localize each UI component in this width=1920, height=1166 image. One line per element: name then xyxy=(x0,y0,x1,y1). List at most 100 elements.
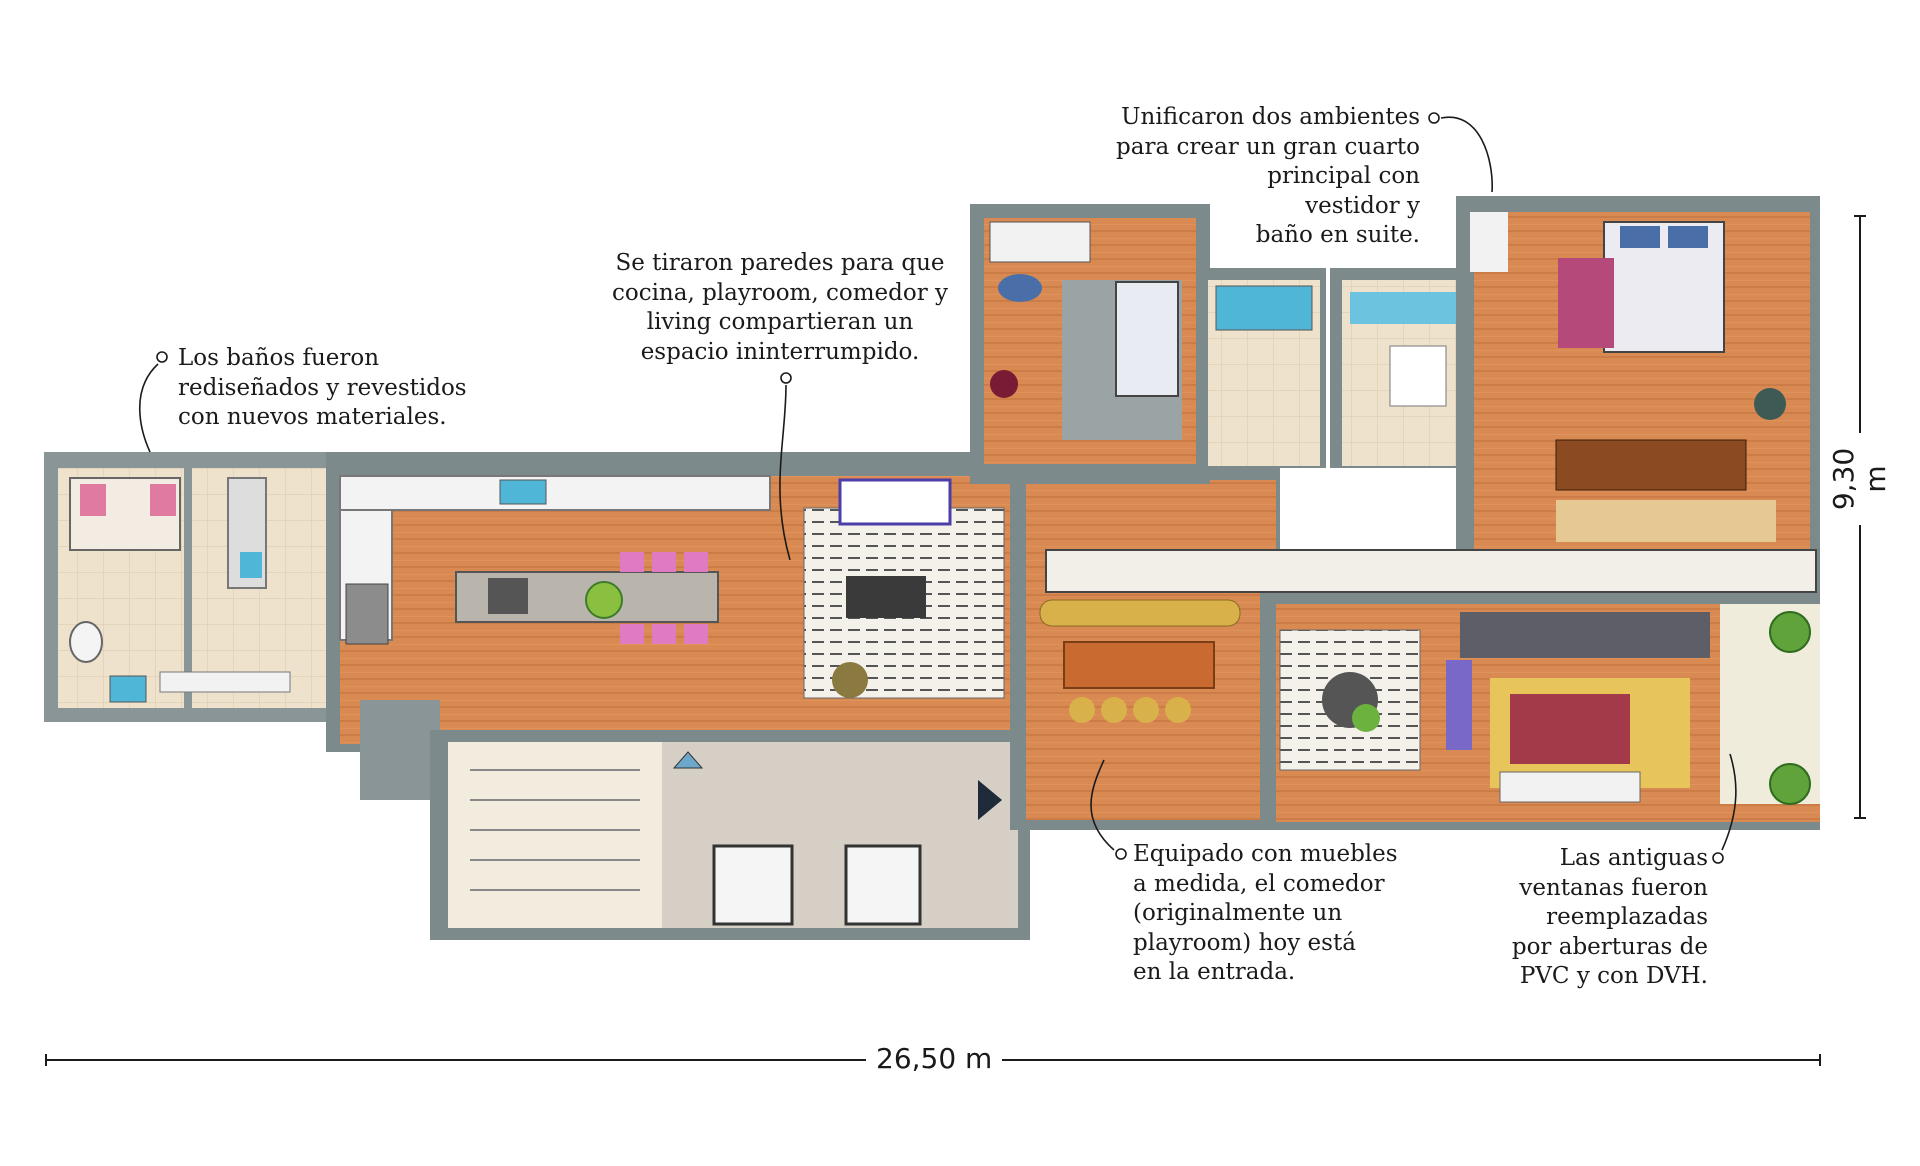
leader-dot xyxy=(1115,848,1127,860)
upper-rooms xyxy=(970,196,1820,590)
dimension-height-label: 9,30 m xyxy=(1824,433,1896,525)
annotation-line: rediseñados y revestidos xyxy=(178,374,467,401)
annotation-line: con nuevos materiales. xyxy=(178,404,447,430)
sofa-front xyxy=(1499,771,1641,803)
rug-small xyxy=(990,370,1018,398)
bed-2 xyxy=(989,221,1091,263)
tv-unit xyxy=(1555,439,1747,491)
chair xyxy=(1101,697,1127,723)
cooktop xyxy=(488,578,528,614)
annotation-line: baño en suite. xyxy=(1255,222,1420,248)
dining-area xyxy=(1010,468,1280,830)
annotation-banos: Los baños fueron rediseñados y revestido… xyxy=(178,344,467,433)
stool xyxy=(620,624,644,644)
kitchen-living xyxy=(326,452,1026,752)
armchair-master xyxy=(1754,388,1786,420)
annotation-line: cocina, playroom, comedor y xyxy=(611,279,949,306)
annotation-line: living compartieran un xyxy=(646,309,914,335)
pillow-right xyxy=(150,484,176,516)
leader-banos xyxy=(139,363,159,453)
counter-left xyxy=(159,671,291,693)
shower xyxy=(1389,345,1447,407)
stairwell-block xyxy=(360,700,1030,940)
armchair xyxy=(1446,660,1472,750)
annotation-line: playroom) hoy está xyxy=(1133,929,1356,956)
chair xyxy=(1133,697,1159,723)
annotation-line: Se tiraron paredes para que xyxy=(615,250,945,276)
double-sink xyxy=(1350,292,1470,324)
entry-arrow xyxy=(978,780,1002,820)
elevator xyxy=(844,844,922,926)
living-sofa-back xyxy=(1460,612,1710,658)
leader-dot xyxy=(156,351,168,363)
leader-dot xyxy=(1712,852,1724,864)
annotation-cuarto: Unificaron dos ambientes para crear un g… xyxy=(1090,103,1420,251)
annotation-line: PVC y con DVH. xyxy=(1519,963,1708,989)
chair xyxy=(1069,697,1095,723)
stool xyxy=(684,552,708,572)
playroom-sofa xyxy=(838,478,952,526)
pillow-left xyxy=(80,484,106,516)
coffee-table xyxy=(846,576,926,618)
hallway-closets xyxy=(1045,549,1817,593)
living-table xyxy=(1510,694,1630,764)
annotation-line: a medida, el comedor xyxy=(1133,870,1385,897)
leader-dot xyxy=(1428,112,1440,124)
leader-ventanas xyxy=(1721,753,1737,851)
stool xyxy=(652,552,676,572)
living-area xyxy=(1260,590,1820,830)
pillow xyxy=(1668,226,1708,248)
stool xyxy=(620,552,644,572)
elevator xyxy=(712,844,794,926)
leader-cuarto xyxy=(1440,116,1493,193)
annotation-line: para crear un gran cuarto xyxy=(1116,133,1420,160)
annotation-comedor: Equipado con muebles a medida, el comedo… xyxy=(1133,840,1398,988)
stairs xyxy=(448,742,662,928)
basin-left xyxy=(109,675,147,703)
pouf xyxy=(998,274,1042,302)
dimension-width-label: 26,50 m xyxy=(866,1043,1003,1075)
annotation-line: en la entrada. xyxy=(1133,959,1296,985)
kitchen-counter xyxy=(339,475,771,511)
sofa-bedroom-2 xyxy=(1115,281,1179,397)
annotation-line: (originalmente un xyxy=(1133,900,1343,926)
annotation-line: reemplazadas xyxy=(1546,904,1708,930)
annotation-line: Equipado con muebles xyxy=(1133,841,1398,867)
annotation-line: Los baños fueron xyxy=(178,345,380,371)
annotation-line: por aberturas de xyxy=(1511,933,1708,960)
stool xyxy=(684,624,708,644)
toilet-left xyxy=(69,621,103,663)
annotation-line: vestidor y xyxy=(1305,192,1420,219)
annotation-line: ventanas fueron xyxy=(1519,874,1708,901)
annotation-line: espacio ininterrumpido. xyxy=(640,338,920,365)
wardrobe-door xyxy=(1470,212,1508,272)
pillow xyxy=(1620,226,1660,248)
plant-living xyxy=(1352,704,1380,732)
bench xyxy=(1558,258,1614,348)
north-arrow xyxy=(672,751,704,769)
plant-playroom xyxy=(832,662,868,698)
oven xyxy=(345,583,389,645)
leader-comedor xyxy=(1090,759,1115,851)
annotation-ventanas: Las antiguas ventanas fueron reemplazada… xyxy=(1480,844,1708,992)
leader-lines xyxy=(139,112,1737,864)
leader-dot xyxy=(780,372,792,384)
annotation-paredes: Se tiraron paredes para que cocina, play… xyxy=(600,249,960,367)
annotation-line: principal con xyxy=(1267,163,1420,189)
stool xyxy=(652,624,676,644)
leader-paredes xyxy=(779,384,791,561)
kitchen-sink xyxy=(499,479,547,505)
vestidor-shelf xyxy=(1556,500,1776,542)
bathtub xyxy=(1215,285,1313,331)
annotation-line: Las antiguas xyxy=(1559,845,1708,871)
built-in-bench xyxy=(1039,599,1241,627)
balcony-plant xyxy=(1769,763,1811,805)
chair xyxy=(1165,697,1191,723)
sink-blue xyxy=(240,552,262,578)
plant-island xyxy=(585,581,623,619)
balcony-plant xyxy=(1769,611,1811,653)
left-wing xyxy=(44,452,344,722)
dining-table xyxy=(1063,641,1215,689)
annotation-line: Unificaron dos ambientes xyxy=(1121,104,1420,130)
